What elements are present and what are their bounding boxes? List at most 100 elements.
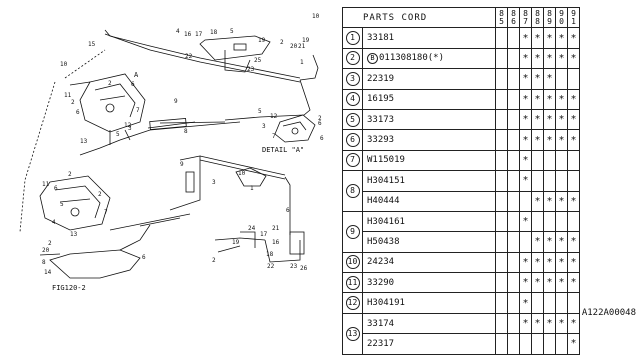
year-applicability-mark [567,149,580,172]
year-applicability-mark [495,231,508,253]
svg-text:9: 9 [174,98,178,105]
year-applicability-mark [495,68,508,90]
year-applicability-mark [507,190,520,212]
part-code-text: 33290 [367,277,395,288]
year-applicability-mark [543,149,556,172]
svg-text:22: 22 [185,53,193,60]
top-cable-assembly [104,29,319,124]
part-code-text: H304151 [367,175,405,186]
svg-text:10: 10 [312,13,320,20]
part-code-text: 33174 [367,318,395,329]
svg-text:3: 3 [262,123,266,130]
svg-text:5: 5 [116,131,120,138]
year-applicability-mark: * [555,108,568,131]
svg-text:4: 4 [176,28,180,35]
year-applicability-mark [495,129,508,151]
year-applicability-mark [495,210,508,233]
year-applicability-mark [507,292,520,314]
svg-text:2: 2 [98,191,102,198]
year-applicability-mark [567,210,580,233]
year-applicability-mark: * [555,231,568,253]
year-applicability-mark: * [567,312,580,335]
svg-text:7: 7 [272,133,276,140]
svg-text:9: 9 [180,161,184,168]
year-applicability-mark [507,333,520,355]
svg-text:12: 12 [124,122,132,129]
svg-text:19: 19 [258,37,266,44]
year-applicability-mark: * [531,88,544,110]
year-applicability-mark: * [531,47,544,70]
fig-label: FIG120-2 [52,284,86,292]
ref-number: 1 [345,31,360,46]
svg-text:16: 16 [184,31,192,38]
year-applicability-mark: * [555,27,568,49]
year-applicability-mark: * [567,251,580,274]
year-applicability-mark [495,312,508,335]
year-applicability-mark: * [519,47,532,70]
year-applicability-mark: * [567,88,580,110]
year-applicability-mark: * [567,108,580,131]
svg-text:15: 15 [88,41,96,48]
part-code: H50438 [362,231,496,253]
year-applicability-mark [507,68,520,90]
svg-text:3: 3 [128,125,132,132]
year-applicability-mark: * [519,272,532,294]
callout-labels: 15 4 16 17 18 5 19 10 19 2 20 21 22 25 2… [42,13,324,292]
year-applicability-mark [531,333,544,355]
year-applicability-mark: * [543,88,556,110]
part-code: 22317 [362,333,496,355]
part-code: 16195 [362,88,496,110]
year-applicability-mark: * [555,251,568,274]
year-applicability-mark: * [567,272,580,294]
ref-number: 7 [345,153,360,168]
year-applicability-mark [507,88,520,110]
part-code-text: H304161 [367,216,405,227]
year-applicability-mark: * [519,68,532,90]
ref-number: 13 [345,326,360,341]
ref-number: 11 [345,275,360,290]
ref-number-cell: 5 [342,108,363,131]
year-applicability-mark: * [519,210,532,233]
part-code-text: 33293 [367,135,395,146]
ref-number: 12 [345,296,360,311]
year-applicability-mark: * [567,129,580,151]
part-code-text: H304191 [367,298,405,309]
detail-a-label: DETAIL "A" [262,146,304,154]
upper-brake-assembly [69,73,146,145]
svg-text:4: 4 [52,219,56,226]
ref-number: 6 [345,133,360,148]
year-applicability-mark [495,190,508,212]
year-applicability-mark [507,149,520,172]
ref-number-cell: 12 [342,292,363,314]
svg-text:18: 18 [210,29,218,36]
svg-text:19: 19 [302,37,310,44]
ref-number: 10 [345,255,360,270]
svg-text:11: 11 [42,181,50,188]
year-applicability-mark [495,149,508,172]
year-applicability-mark [495,88,508,110]
part-code-text: 22319 [367,73,395,84]
year-applicability-mark: * [567,47,580,70]
year-applicability-mark [519,333,532,355]
year-applicability-mark: * [531,27,544,49]
year-applicability-mark: * [555,190,568,212]
svg-text:7: 7 [104,209,108,216]
year-applicability-mark [495,108,508,131]
svg-text:2: 2 [280,39,284,46]
table-row: H40444**** [343,190,580,212]
year-applicability-mark [507,27,520,49]
svg-text:10: 10 [238,170,246,177]
ref-number: 3 [345,71,360,86]
svg-text:18: 18 [266,251,274,258]
svg-text:6: 6 [286,207,290,214]
year-applicability-mark: * [555,312,568,335]
